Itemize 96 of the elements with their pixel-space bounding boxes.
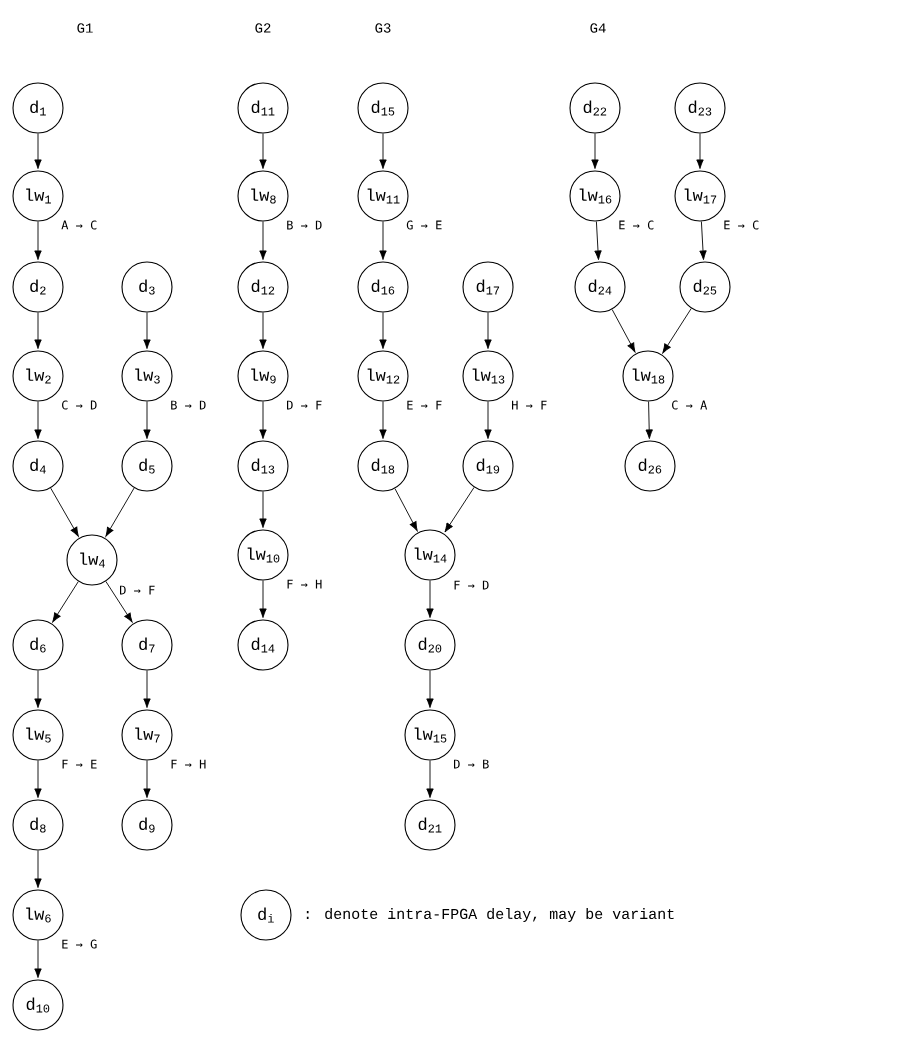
circle-node: d$_{2}$ (12, 261, 64, 313)
arrow (34, 850, 42, 888)
edge-label: H → F (512, 400, 547, 410)
arrow (426, 760, 434, 798)
edge-label: E → C (619, 220, 654, 230)
edge-label: E → C (724, 220, 759, 230)
circle-node: lw$_{14}$ (404, 529, 456, 581)
arrow (379, 312, 387, 349)
arrow (143, 670, 151, 708)
arrow (105, 581, 133, 623)
edge-label: D → B (454, 759, 489, 769)
arrow (379, 133, 387, 169)
arrow (484, 312, 492, 349)
arrow (696, 133, 704, 169)
circle-node: d$_{12}$ (237, 261, 289, 313)
arrow (143, 760, 151, 798)
arrow (34, 940, 42, 978)
circle-node: d$_{11}$ (237, 82, 289, 134)
edge-label: E → F (407, 400, 442, 410)
circle-node: d$_{21}$ (404, 799, 456, 851)
group-heading: G4 (590, 23, 606, 33)
group-heading: G3 (375, 23, 391, 33)
arrow (259, 133, 267, 169)
edge-label: A → C (61, 220, 97, 230)
edge-label: F → D (454, 580, 489, 590)
circle-node: d$_{24}$ (574, 261, 626, 313)
circle-node: d$_{19}$ (462, 440, 514, 492)
arrow (426, 580, 434, 618)
group-heading: G2 (255, 23, 271, 33)
arrow (105, 487, 135, 537)
arrow (699, 221, 707, 261)
arrow (259, 401, 267, 439)
circle-node: d$_{3}$ (121, 261, 173, 313)
arrow (426, 670, 434, 708)
edge-label: C → A (672, 400, 708, 410)
arrow (50, 487, 79, 537)
arrow (591, 133, 599, 169)
circle-node: d$_{26}$ (624, 440, 676, 492)
arrow (611, 309, 636, 353)
arrow (379, 221, 387, 260)
circle-node: d$_{14}$ (237, 619, 289, 671)
circle-node: d$_{18}$ (357, 440, 409, 492)
arrow (143, 401, 151, 439)
arrow (379, 401, 387, 439)
arrow (34, 670, 42, 708)
edge-label: D → F (287, 400, 322, 410)
circle-node: lw$_{18}$ (622, 350, 674, 402)
edge-label: F → E (62, 759, 97, 769)
circle-node: d$_{i}$ (240, 889, 292, 941)
circle-node: lw$_{11}$ (357, 170, 409, 222)
arrow (662, 308, 692, 354)
circle-node: d$_{25}$ (679, 261, 731, 313)
circle-node: lw$_{4}$ (66, 534, 118, 586)
arrow (52, 581, 79, 623)
edge-label: B → D (287, 220, 322, 230)
edge-label: F → H (287, 579, 322, 589)
arrow (259, 491, 267, 528)
circle-node: d$_{8}$ (12, 799, 64, 851)
circle-node: d$_{13}$ (237, 440, 289, 492)
edge-label: B → D (171, 400, 206, 410)
edge-label: D → F (120, 585, 155, 595)
circle-node: d$_{10}$ (12, 979, 64, 1031)
arrow (143, 312, 151, 349)
edge-label: E → G (62, 939, 97, 949)
circle-node: lw$_{2}$ (12, 350, 64, 402)
circle-node: d$_{5}$ (121, 440, 173, 492)
arrow (34, 133, 42, 169)
circle-node: d$_{23}$ (674, 82, 726, 134)
circle-node: d$_{20}$ (404, 619, 456, 671)
arrow (394, 488, 418, 532)
arrow (594, 221, 602, 261)
arrow (34, 401, 42, 439)
arrow (484, 401, 492, 439)
circle-node: d$_{9}$ (121, 799, 173, 851)
circle-node: d$_{6}$ (12, 619, 64, 671)
arrow (259, 580, 267, 618)
arrow (645, 401, 653, 439)
circle-node: d$_{17}$ (462, 261, 514, 313)
arrow (259, 312, 267, 349)
edge-label: G → E (406, 220, 442, 230)
arrow (259, 221, 267, 260)
circle-node: d$_{15}$ (357, 82, 409, 134)
arrow (34, 221, 42, 260)
edge-label: C → D (62, 400, 97, 410)
arrow (444, 486, 475, 533)
arrow (34, 312, 42, 349)
circle-node: d$_{22}$ (569, 82, 621, 134)
circle-node: d$_{1}$ (12, 82, 64, 134)
circle-node: d$_{4}$ (12, 440, 64, 492)
edge-label: F → H (171, 759, 206, 769)
circle-node: d$_{16}$ (357, 261, 409, 313)
circle-node: d$_{7}$ (121, 619, 173, 671)
arrow (34, 760, 42, 798)
group-heading: G1 (77, 23, 93, 33)
circle-node: lw$_{1}$ (12, 170, 64, 222)
legend-text: : denote intra-FPGA delay, may be variant (306, 908, 674, 922)
